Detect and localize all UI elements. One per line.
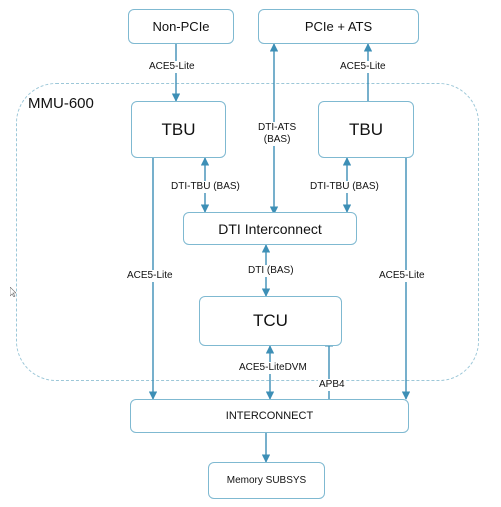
edge-label-ace5-lite-right-down: ACE5-Lite: [378, 270, 426, 282]
cursor-icon: [10, 287, 16, 297]
mmu-600-region: [16, 83, 479, 381]
non-pcie-label: Non-PCIe: [152, 19, 210, 34]
edge-label-apb4: APB4: [318, 379, 346, 391]
tbu-right-label: TBU: [349, 119, 383, 139]
edge-label-ace5-lite-left-down: ACE5-Lite: [126, 270, 174, 282]
tbu-right-box: TBU: [318, 101, 414, 158]
tbu-left-box: TBU: [131, 101, 226, 158]
edge-label-ace5-lite-left-top: ACE5-Lite: [148, 61, 196, 73]
interconnect-box: INTERCONNECT: [130, 399, 409, 433]
edge-label-dti-ats-line1: DTI-ATS: [258, 122, 297, 133]
edge-label-ace5-litedvm: ACE5-LiteDVM: [238, 362, 308, 374]
pcie-ats-label: PCIe + ATS: [304, 19, 373, 34]
tbu-left-label: TBU: [161, 119, 196, 139]
mmu-600-label: MMU-600: [28, 95, 94, 112]
pcie-ats-box: PCIe + ATS: [258, 9, 419, 44]
edge-label-dti-ats-line2: (BAS): [263, 134, 291, 145]
tcu-label: TCU: [253, 311, 288, 330]
edge-label-dti-bas: DTI (BAS): [247, 265, 295, 277]
dti-interconnect-label: DTI Interconnect: [218, 220, 322, 237]
edge-label-dti-tbu-left: DTI-TBU (BAS): [170, 181, 241, 193]
memory-subsys-box: Memory SUBSYS: [208, 462, 325, 499]
edge-label-ace5-lite-right-top: ACE5-Lite: [339, 61, 387, 73]
interconnect-label: INTERCONNECT: [225, 410, 314, 422]
edge-label-dti-tbu-right: DTI-TBU (BAS): [309, 181, 380, 193]
edge-label-dti-ats: DTI-ATS (BAS): [257, 122, 298, 146]
non-pcie-box: Non-PCIe: [128, 9, 234, 44]
tcu-box: TCU: [199, 296, 342, 346]
dti-interconnect-box: DTI Interconnect: [183, 212, 357, 245]
memory-subsys-label: Memory SUBSYS: [226, 475, 307, 486]
